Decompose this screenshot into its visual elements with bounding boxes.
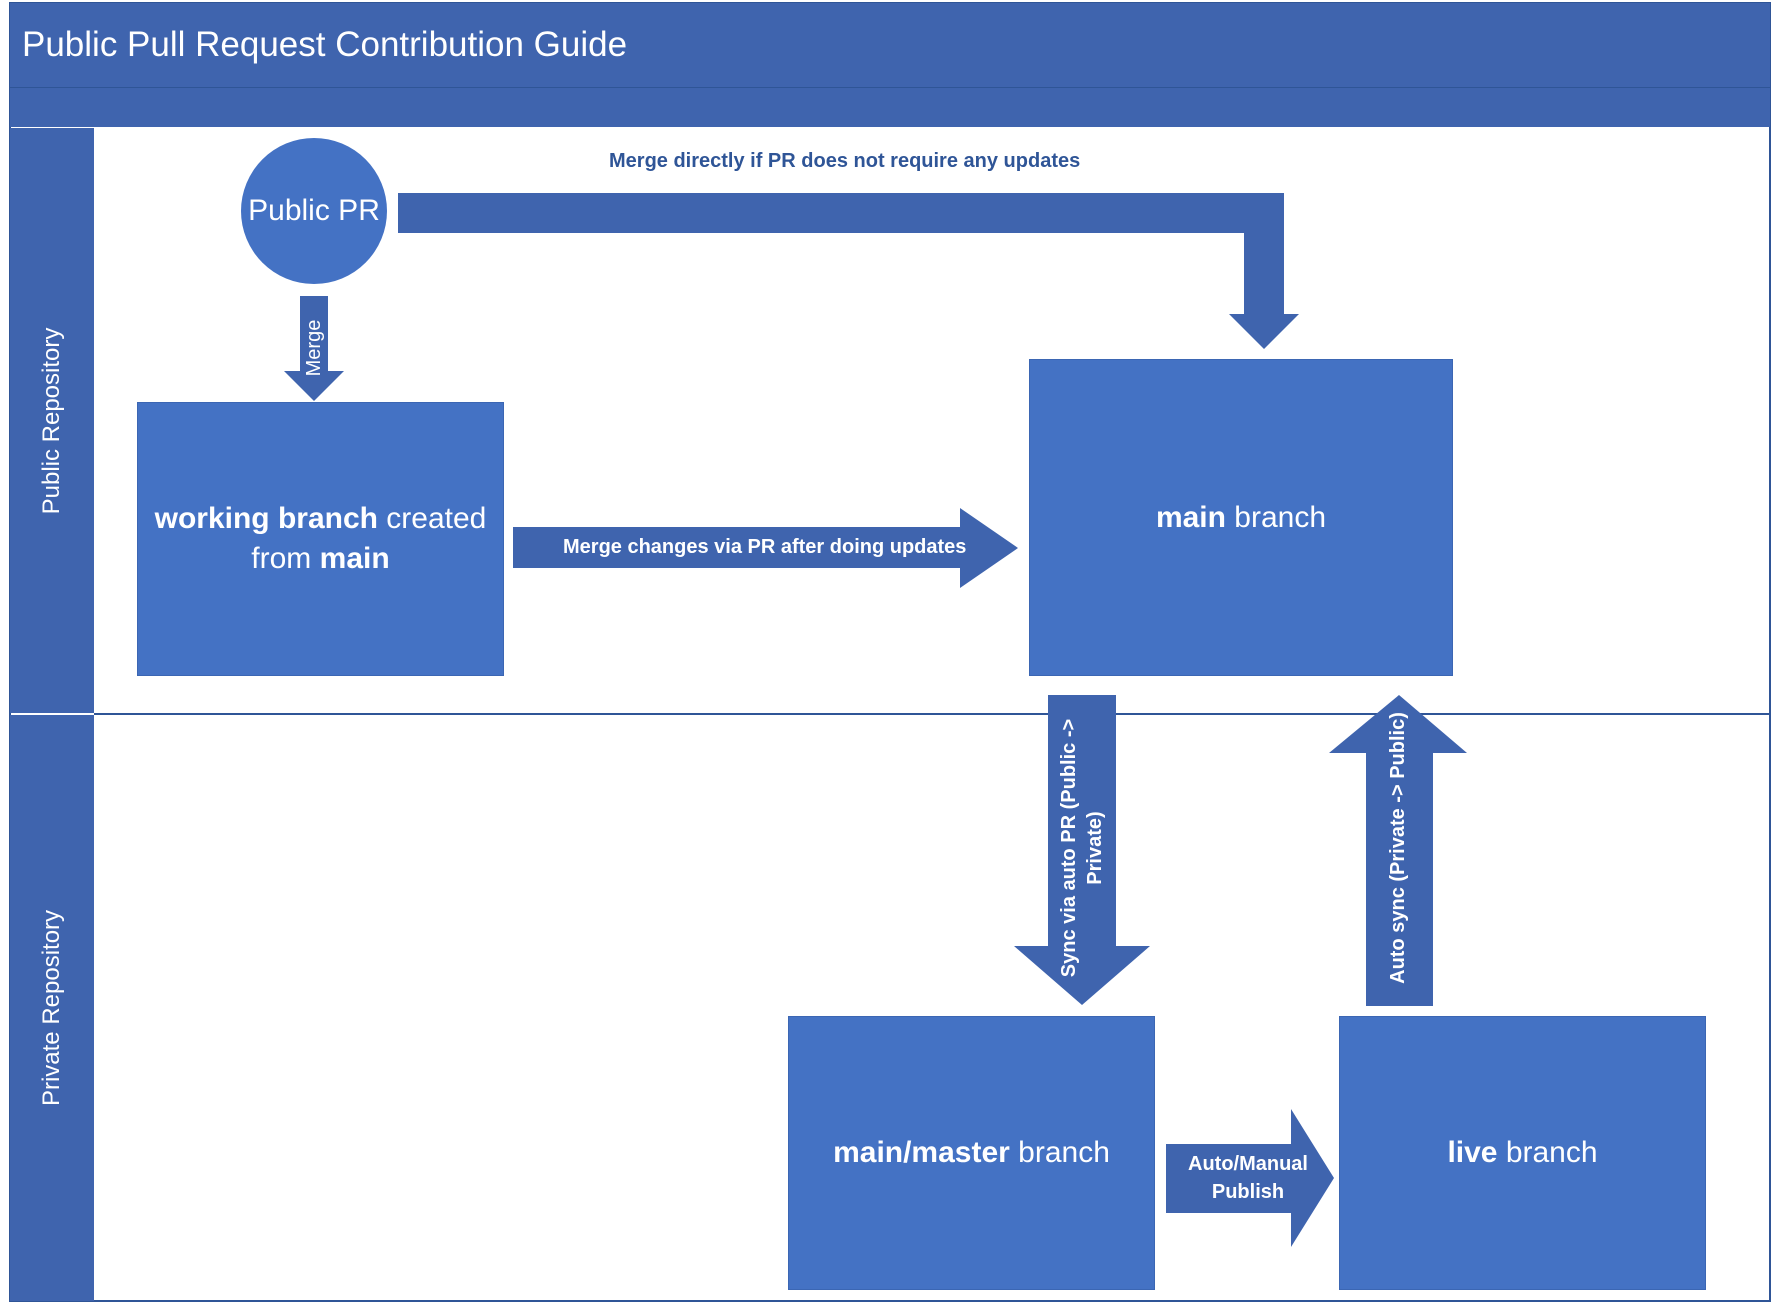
working-branch-node: working branch created from main [137, 402, 504, 676]
live-branch-label: live branch [1447, 1133, 1597, 1173]
publish-label: Auto/Manual Publish [1188, 1150, 1308, 1206]
sync-auto-pr-line2: Private) [1084, 811, 1106, 885]
merge-directly-label: Merge directly if PR does not require an… [609, 150, 1081, 172]
main-branch-node: main branch [1029, 359, 1453, 676]
page-title: Public Pull Request Contribution Guide [22, 25, 628, 64]
main-master-branch-bold: main/master [833, 1136, 1010, 1169]
working-branch-label: working branch created from main [155, 499, 487, 579]
main-branch-label: main branch [1156, 498, 1326, 538]
working-branch-main: main [319, 542, 390, 575]
merge-changes-arrow [513, 508, 1018, 588]
header-subbar [10, 88, 1770, 127]
live-branch-bold: live [1447, 1136, 1498, 1169]
merge-directly-arrow [398, 193, 1299, 349]
publish-line1: Auto/Manual [1188, 1153, 1308, 1175]
main-branch-text: branch [1225, 501, 1327, 534]
lane-divider [94, 713, 1770, 715]
merge-changes-label: Merge changes via PR after doing updates [563, 536, 967, 558]
lane-label-private: Private Repository [10, 715, 94, 1301]
public-pr-node: Public PR [241, 138, 387, 284]
main-branch-bold: main [1155, 501, 1226, 534]
live-branch-text: branch [1497, 1136, 1598, 1169]
sync-auto-pr-arrow [1014, 695, 1150, 1005]
working-branch-bold: working branch [154, 502, 378, 535]
working-branch-text2: from [251, 542, 320, 575]
sync-auto-pr-label: Sync via auto PR (Public -> Private) [1056, 719, 1108, 977]
publish-arrow [1166, 1109, 1334, 1247]
main-master-branch-text: branch [1009, 1136, 1110, 1169]
publish-line2: Publish [1211, 1181, 1285, 1203]
sync-auto-pr-line1: Sync via auto PR (Public -> [1058, 718, 1080, 978]
working-branch-text1: created [377, 502, 487, 535]
auto-sync-label: Auto sync (Private -> Public) [1387, 712, 1409, 984]
merge-label: Merge [303, 319, 325, 377]
lane-label-public: Public Repository [10, 128, 94, 713]
public-pr-label: Public PR [248, 194, 380, 227]
merge-arrow [284, 296, 344, 401]
main-master-branch-node: main/master branch [788, 1016, 1155, 1290]
auto-sync-arrow [1329, 695, 1467, 1006]
main-master-branch-label: main/master branch [833, 1133, 1110, 1173]
live-branch-node: live branch [1339, 1016, 1706, 1290]
title-bar: Public Pull Request Contribution Guide [10, 3, 1770, 88]
